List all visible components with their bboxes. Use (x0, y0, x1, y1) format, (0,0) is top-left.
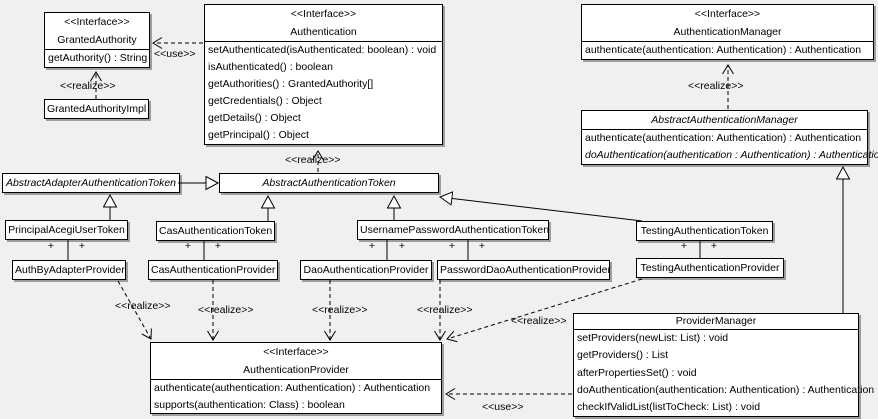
class-name: CasAuthenticationProvider (151, 264, 276, 276)
class-name: AbstractAuthenticationManager (651, 114, 798, 126)
method: authenticate(authentication: Authenticat… (154, 382, 431, 394)
realize-label: <<realize>> (511, 315, 567, 327)
multiplicity-plus: + (47, 240, 55, 252)
class-box-principal-acegi-user-token: PrincipalAcegiUserToken (5, 220, 128, 240)
class-box-username-password-authentication-token: UsernamePasswordAuthenticationToken (357, 220, 549, 240)
class-box-testing-authentication-token: TestingAuthenticationToken (636, 221, 773, 241)
class-box-authentication-manager: <<Interface>> AuthenticationManager auth… (581, 4, 874, 60)
class-box-password-dao-authentication-provider: PasswordDaoAuthenticationProvider (437, 260, 612, 280)
multiplicity-plus: + (78, 240, 86, 252)
class-name: AbstractAdapterAuthenticationToken (5, 177, 177, 189)
class-name: UsernamePasswordAuthenticationToken (360, 224, 550, 236)
class-box-provider-manager: ProviderManager setProviders(newList: Li… (573, 313, 875, 418)
methods-compartment: getAuthority() : String (45, 49, 149, 67)
class-name: TestingAuthenticationProvider (640, 262, 780, 274)
generalization-edge-testingauthenticationtoken (440, 197, 643, 222)
stereotype: <<Interface>> (263, 346, 329, 358)
realize-label: <<realize>> (285, 154, 341, 166)
class-box-authentication-provider: <<Interface>> AuthenticationProvider aut… (150, 342, 442, 414)
method: setProviders(newList: List) : void (577, 332, 729, 344)
use-label: <<use>> (482, 401, 524, 413)
class-name: CasAuthenticationToken (159, 225, 273, 237)
class-name: AuthByAdapterProvider (15, 264, 125, 276)
class-name: PrincipalAcegiUserToken (8, 224, 125, 236)
class-box-granted-authority: <<Interface>> GrantedAuthority getAuthor… (44, 12, 150, 68)
realize-label: <<realize>> (60, 80, 116, 92)
methods-compartment: setProviders(newList: List) : void getPr… (574, 329, 875, 416)
class-box-abstract-authentication-manager: AbstractAuthenticationManager authentica… (581, 110, 878, 165)
multiplicity-plus: + (398, 240, 406, 252)
class-box-abstract-adapter-authentication-token: AbstractAdapterAuthenticationToken (2, 173, 180, 193)
method: afterPropertiesSet() : void (577, 366, 697, 379)
method-abstract: doAuthentication(authentication : Authen… (585, 149, 878, 161)
stereotype: <<Interface>> (694, 8, 761, 20)
realize-label: <<realize>> (417, 304, 473, 316)
stereotype: <<Interface>> (290, 8, 357, 20)
class-name: GrantedAuthorityImpl (47, 103, 147, 115)
multiplicity-plus: + (184, 240, 192, 252)
class-box-authentication: <<Interface>> Authentication setAuthenti… (204, 4, 443, 145)
method: getPrincipal() : Object (208, 129, 309, 141)
class-name: Authentication (290, 26, 357, 38)
class-name: PasswordDaoAuthenticationProvider (440, 264, 612, 276)
class-box-cas-authentication-provider: CasAuthenticationProvider (148, 260, 278, 280)
stereotype: <<Interface>> (64, 16, 130, 28)
methods-compartment: authenticate(authentication: Authenticat… (151, 379, 441, 413)
class-name: AuthenticationProvider (243, 364, 349, 376)
multiplicity-plus: + (214, 240, 222, 252)
method: authenticate(authentication: Authenticat… (585, 132, 862, 144)
method: doAuthentication(authentication: Authent… (577, 383, 875, 396)
method: getDetails() : Object (208, 112, 301, 124)
class-name: AbstractAuthenticationToken (262, 177, 396, 189)
class-name: DaoAuthenticationProvider (303, 264, 429, 276)
multiplicity-plus: + (368, 240, 376, 252)
method: checkIfValidList(listToCheck: List) : vo… (577, 401, 761, 414)
realize-label: <<realize>> (198, 304, 254, 316)
methods-compartment: authenticate(authentication: Authenticat… (582, 129, 878, 164)
multiplicity-plus: + (478, 240, 486, 252)
method: setAuthenticated(isAuthenticated: boolea… (208, 44, 437, 56)
method: authenticate(authentication: Authenticat… (585, 44, 862, 56)
method: isAuthenticated() : boolean (208, 61, 333, 73)
multiplicity-plus: + (448, 240, 456, 252)
class-name: AuthenticationManager (673, 26, 782, 38)
class-box-cas-authentication-token: CasAuthenticationToken (156, 221, 275, 241)
method: getAuthority() : String (48, 52, 148, 64)
realize-label: <<realize>> (688, 80, 744, 92)
method: getProviders() : List (577, 349, 669, 362)
class-box-testing-authentication-provider: TestingAuthenticationProvider (636, 258, 784, 278)
class-name: TestingAuthenticationToken (640, 225, 769, 237)
use-label: <<use>> (154, 48, 196, 60)
class-name: GrantedAuthority (57, 34, 137, 46)
method: getCredentials() : Object (208, 95, 322, 107)
class-box-granted-authority-impl: GrantedAuthorityImpl (44, 99, 149, 119)
methods-compartment: authenticate(authentication: Authenticat… (582, 41, 873, 59)
multiplicity-plus: + (680, 240, 688, 252)
method: getAuthorities() : GrantedAuthority[] (208, 78, 374, 90)
class-box-dao-authentication-provider: DaoAuthenticationProvider (300, 260, 432, 280)
class-box-abstract-authentication-token: AbstractAuthenticationToken (219, 173, 439, 193)
realize-label: <<realize>> (115, 300, 171, 312)
class-box-auth-by-adapter-provider: AuthByAdapterProvider (12, 260, 126, 280)
class-name: ProviderManager (675, 315, 757, 327)
method: supports(authentication: Class) : boolea… (154, 398, 345, 411)
realize-label: <<realize>> (312, 304, 368, 316)
methods-compartment: setAuthenticated(isAuthenticated: boolea… (205, 41, 442, 144)
multiplicity-plus: + (710, 240, 718, 252)
